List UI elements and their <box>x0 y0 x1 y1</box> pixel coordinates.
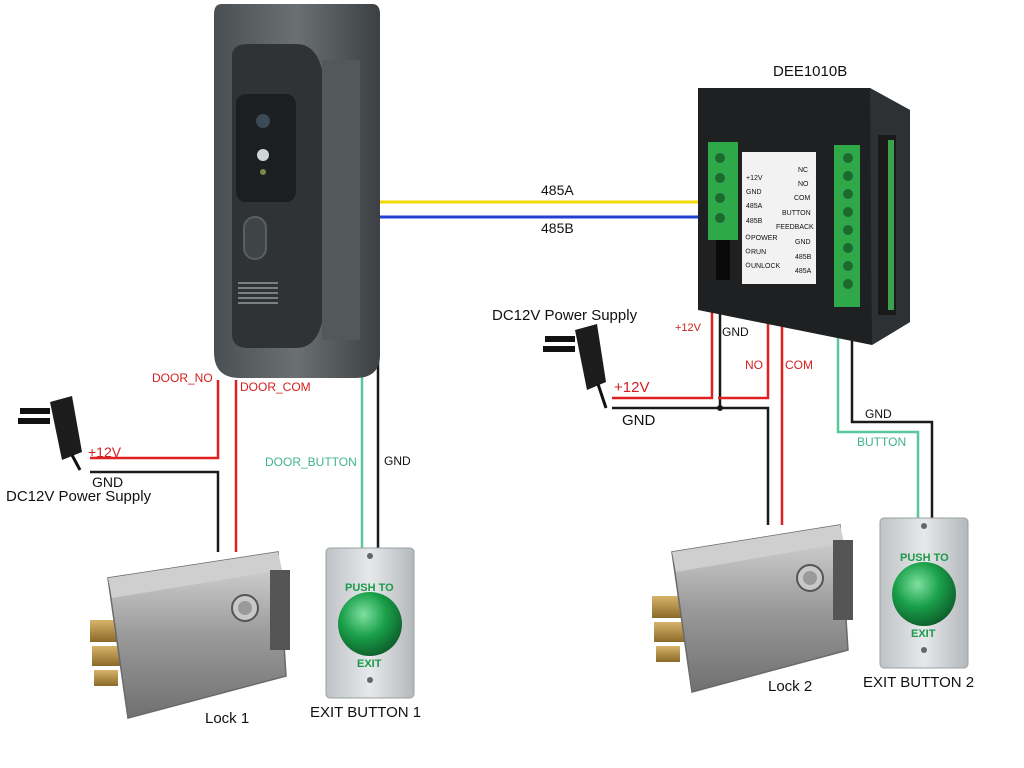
caption-exit-1: EXIT BUTTON 1 <box>310 704 421 721</box>
label-no: NO <box>745 358 763 372</box>
term-left-2: 485A <box>746 203 763 210</box>
label-gnd-left: GND <box>384 454 411 468</box>
term-left-3: 485B <box>746 218 763 225</box>
label-door-com: DOOR_COM <box>240 380 311 394</box>
power-supply-right <box>543 324 608 409</box>
wire-button <box>836 338 920 520</box>
exit-button-1-top: PUSH TO <box>345 582 394 594</box>
exit-button-2-dome <box>892 562 956 626</box>
exit-button-1: PUSH TO EXIT <box>325 547 415 699</box>
label-button: BUTTON <box>857 435 906 449</box>
speaker-grille-icon <box>238 282 278 304</box>
label-485b: 485B <box>541 220 574 236</box>
label-plus12v-right: +12V <box>614 379 649 396</box>
junction-dot <box>717 405 723 411</box>
wire-gnd-exit2 <box>850 338 934 520</box>
caption-exit-2: EXIT BUTTON 2 <box>863 674 974 691</box>
term-right-4: FEEDBACK <box>776 224 814 231</box>
label-485a: 485A <box>541 182 574 198</box>
caption-lock-1: Lock 1 <box>205 710 249 727</box>
call-button <box>243 216 267 260</box>
term-right-6: 485B <box>795 254 812 261</box>
exit-button-1-dome <box>338 592 402 656</box>
exit-button-2-top: PUSH TO <box>900 552 949 564</box>
label-gnd-right: GND <box>865 407 892 421</box>
term-right-5: GND <box>795 239 811 246</box>
term-left-0: +12V <box>746 175 763 182</box>
label-psu-left: DC12V Power Supply <box>6 488 152 505</box>
exit-button-2-bottom: EXIT <box>911 628 936 640</box>
exit-button-2: PUSH TO EXIT <box>879 517 969 669</box>
term-right-1: NO <box>798 181 809 188</box>
label-panel <box>742 152 816 284</box>
caption-lock-2: Lock 2 <box>768 678 812 695</box>
camera-icon <box>256 114 270 128</box>
wire-gnd-lock1 <box>90 470 220 552</box>
lock-1 <box>90 551 290 719</box>
label-psu-right: DC12V Power Supply <box>492 307 638 324</box>
led-0: POWER <box>751 235 777 242</box>
label-dev-plus12v: +12V <box>675 322 702 334</box>
controller-title: DEE1010B <box>773 63 847 80</box>
label-door-no: DOOR_NO <box>152 371 213 385</box>
label-gnd-psu-left: GND <box>92 474 123 490</box>
door-station <box>214 4 380 378</box>
wire-dev-plus12v <box>612 310 714 400</box>
term-right-3: BUTTON <box>782 210 811 217</box>
led-2: UNLOCK <box>751 263 781 270</box>
term-right-0: NC <box>798 167 808 174</box>
term-right-7: 485A <box>795 268 812 275</box>
label-com: COM <box>785 358 813 372</box>
exit-button-1-bottom: EXIT <box>357 658 382 670</box>
label-dev-gnd: GND <box>722 325 749 339</box>
label-gnd-psu-right: GND <box>622 412 656 429</box>
wire-door-no <box>90 380 220 460</box>
wire-no <box>718 310 770 400</box>
term-right-2: COM <box>794 195 811 202</box>
led-1: RUN <box>751 249 766 256</box>
lock-2 <box>652 524 853 693</box>
term-left-1: GND <box>746 189 762 196</box>
wire-gnd-lock2 <box>720 406 770 525</box>
label-plus12v-left: +12V <box>88 444 122 460</box>
power-supply-left <box>18 396 82 471</box>
controller-dee1010b: DEE1010B +12V GND 485A 485B POWER RUN UN… <box>698 63 910 345</box>
label-door-button: DOOR_BUTTON <box>265 455 357 469</box>
